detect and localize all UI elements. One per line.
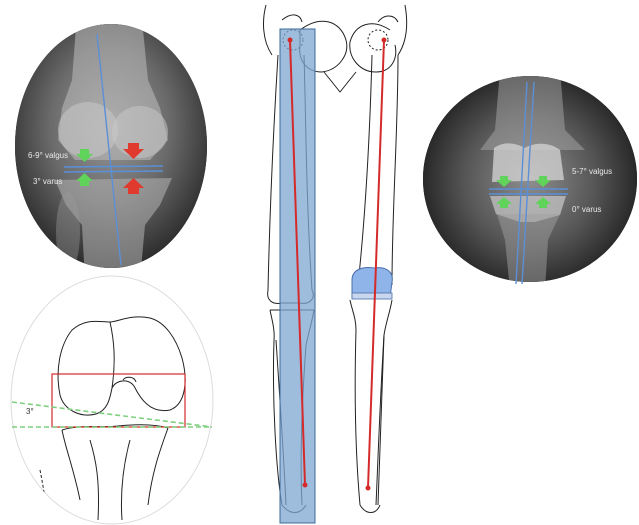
left-valgus-label: 6-9° valgus	[28, 151, 68, 160]
right-xray: 5-7° valgus 0° varus	[420, 70, 639, 290]
leg-schematic	[264, 5, 407, 523]
right-varus-label: 0° varus	[572, 205, 601, 214]
joint-line-diagram: 3°	[11, 276, 213, 524]
right-valgus-label: 5-7° valgus	[572, 167, 612, 176]
left-varus-label: 3° varus	[33, 177, 62, 186]
left-xray: 6-9° valgus 3° varus	[0, 0, 220, 280]
joint-angle-label: 3°	[26, 407, 34, 416]
